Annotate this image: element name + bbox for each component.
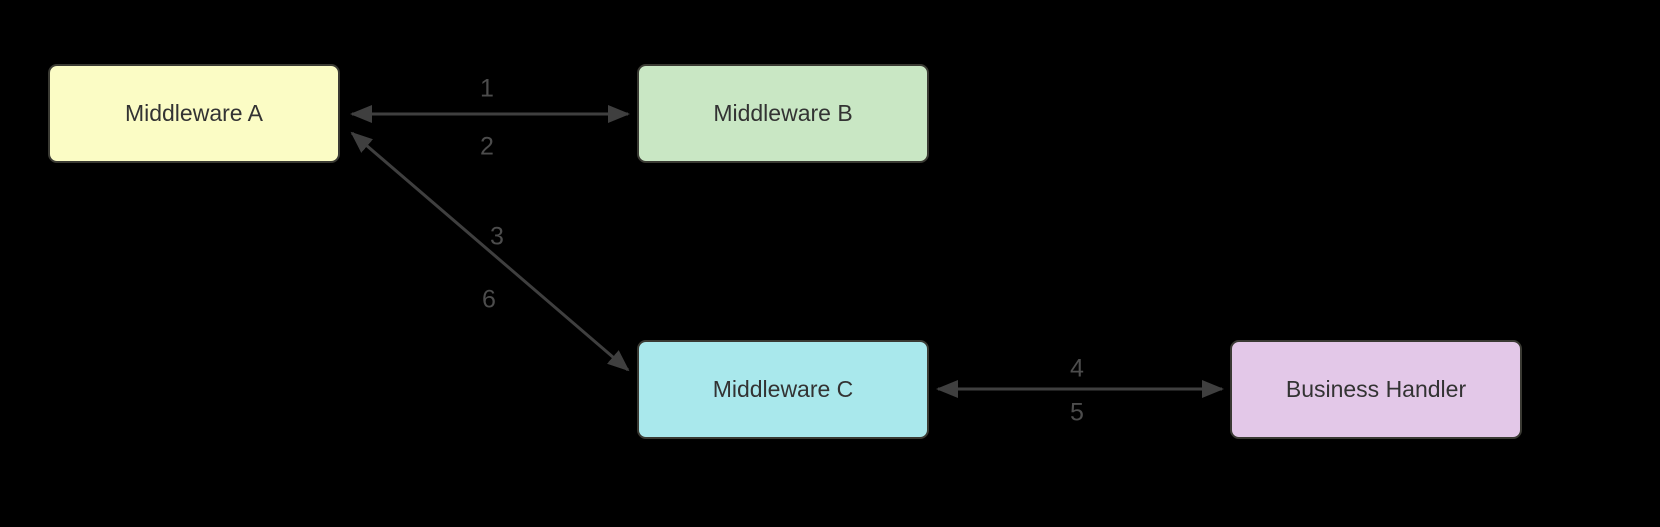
node-middleware-a: Middleware A <box>48 64 340 163</box>
node-business-handler-label: Business Handler <box>1285 376 1467 402</box>
edge-label-3: 3 <box>490 222 504 251</box>
node-middleware-c-label: Middleware C <box>712 376 854 402</box>
node-middleware-a-label: Middleware A <box>124 100 264 126</box>
node-middleware-b: Middleware B <box>637 64 929 163</box>
edge-label-1: 1 <box>480 74 494 103</box>
edge-label-5: 5 <box>1070 398 1084 427</box>
edge-label-2: 2 <box>480 132 494 161</box>
edge-label-6: 6 <box>482 285 496 314</box>
node-middleware-b-label: Middleware B <box>713 100 853 126</box>
edge-a-c <box>350 131 630 372</box>
node-middleware-c: Middleware C <box>637 340 929 439</box>
node-business-handler: Business Handler <box>1230 340 1522 439</box>
edge-label-4: 4 <box>1070 354 1084 383</box>
